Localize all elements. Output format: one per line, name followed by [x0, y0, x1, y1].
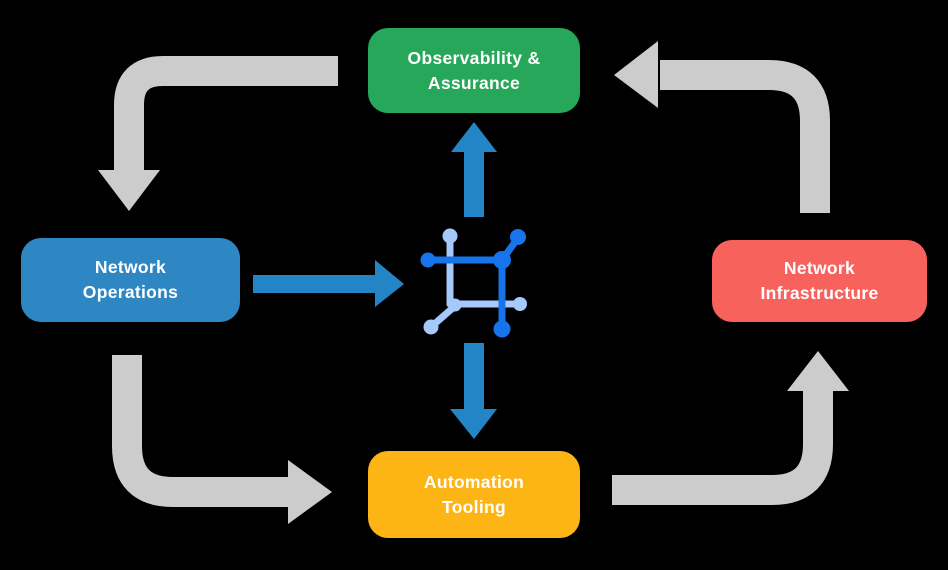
arrow-infrastructure-to-observability — [614, 41, 830, 213]
network-fabric-icon — [420, 228, 527, 338]
arrow-automation-to-infrastructure — [612, 351, 849, 505]
node-label: Network Operations — [82, 257, 179, 302]
node-label: Network Infrastructure — [760, 258, 879, 303]
node-label: Observability & Assurance — [407, 47, 541, 93]
node-label: Automation Tooling — [423, 471, 525, 517]
node-automation-tooling: Automation Tooling — [368, 451, 580, 538]
node-network-operations: Network Operations — [21, 238, 240, 322]
icon-dark-links — [420, 229, 526, 338]
arrow-operations-to-automation — [112, 355, 332, 524]
arrow-center-to-observability — [451, 122, 497, 217]
node-network-infrastructure: Network Infrastructure — [712, 240, 927, 322]
node-observability-assurance: Observability & Assurance — [368, 28, 580, 113]
arrow-center-to-automation — [450, 343, 497, 439]
arrow-operations-to-center — [253, 260, 404, 307]
icon-light-links — [423, 228, 527, 335]
arrow-observability-to-operations — [98, 56, 338, 211]
